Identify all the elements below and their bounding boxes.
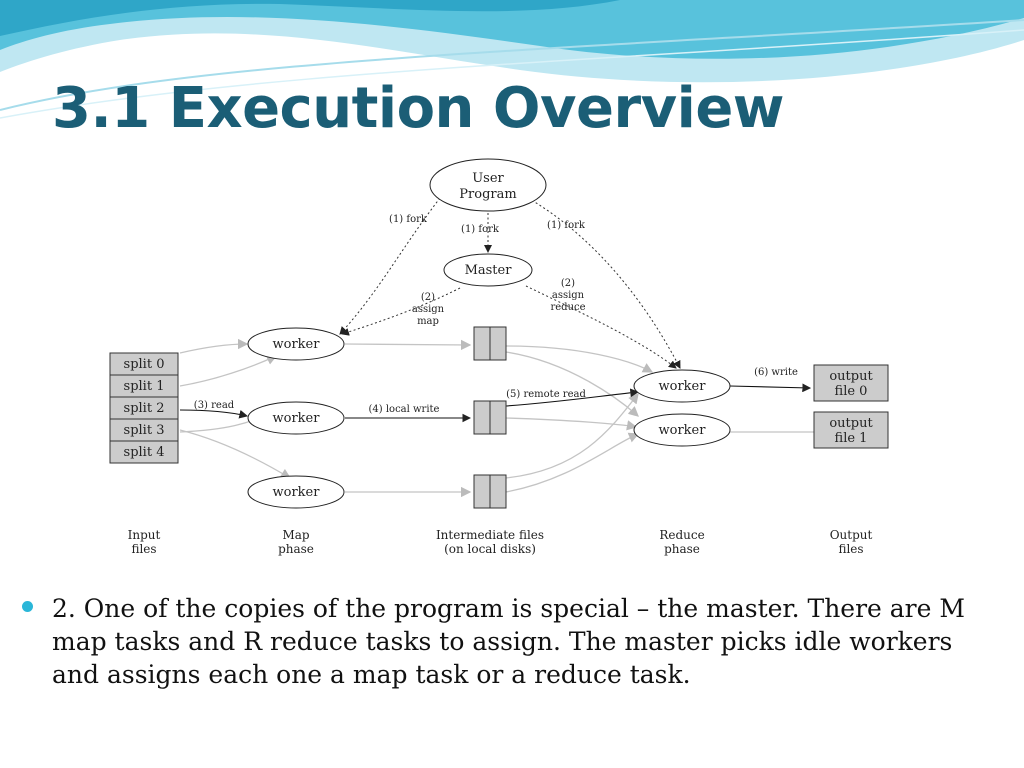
bullet-marker bbox=[22, 601, 33, 612]
split-3-label: split 3 bbox=[124, 423, 165, 438]
phase-intermediate-2: (on local disks) bbox=[444, 542, 536, 556]
fork-label-center: (1) fork bbox=[461, 224, 500, 235]
bullet-list: 2. One of the copies of the program is s… bbox=[22, 592, 982, 691]
user-program-node: User Program bbox=[429, 158, 547, 212]
assign-map-label-2: assign bbox=[412, 304, 445, 315]
map-worker-3: worker bbox=[247, 475, 345, 509]
reduce-worker-2-label: worker bbox=[659, 423, 707, 438]
phase-intermediate-1: Intermediate files bbox=[436, 528, 544, 542]
input-splits: split 0 split 1 split 2 split 3 split 4 bbox=[109, 352, 179, 464]
read-label: (3) read bbox=[194, 400, 235, 411]
data-flow-edges bbox=[179, 338, 832, 498]
write-label: (6) write bbox=[754, 367, 798, 378]
assign-reduce-label-1: (2) bbox=[561, 278, 575, 289]
phase-map-1: Map bbox=[282, 528, 309, 542]
phase-map-2: phase bbox=[278, 542, 314, 556]
header-wave-decoration bbox=[0, 0, 1024, 119]
assign-map-label-3: map bbox=[417, 316, 439, 327]
intermediate-files bbox=[473, 326, 507, 509]
phase-input-2: files bbox=[131, 542, 156, 556]
assign-reduce-label-2: assign bbox=[552, 290, 585, 301]
slide-title: 3.1 Execution Overview bbox=[52, 76, 785, 141]
map-worker-2-label: worker bbox=[273, 411, 321, 426]
output-file-1-line1: output bbox=[829, 416, 873, 431]
split-2-label: split 2 bbox=[124, 401, 165, 416]
phase-output-1: Output bbox=[830, 528, 873, 542]
split-4-label: split 4 bbox=[124, 445, 165, 460]
split-1-label: split 1 bbox=[124, 379, 165, 394]
phase-input-1: Input bbox=[128, 528, 161, 542]
output-file-0-line1: output bbox=[829, 369, 873, 384]
assign-reduce-label-3: reduce bbox=[550, 302, 585, 313]
output-file-0-line2: file 0 bbox=[835, 384, 868, 399]
bullet-text: 2. One of the copies of the program is s… bbox=[52, 594, 965, 689]
mapreduce-execution-diagram: User Program Master (1) fork (1) fork (1… bbox=[40, 140, 976, 586]
master-label: Master bbox=[465, 263, 513, 278]
map-worker-1: worker bbox=[247, 327, 345, 361]
fork-label-left: (1) fork bbox=[389, 214, 428, 225]
user-program-label-line1: User bbox=[472, 171, 504, 186]
reduce-worker-1: worker bbox=[633, 369, 731, 403]
local-write-label: (4) local write bbox=[369, 404, 440, 415]
fork-label-right: (1) fork bbox=[547, 220, 586, 231]
map-worker-1-label: worker bbox=[273, 337, 321, 352]
phase-labels: Input files Map phase Intermediate files… bbox=[128, 528, 873, 556]
phase-output-2: files bbox=[838, 542, 863, 556]
phase-reduce-2: phase bbox=[664, 542, 700, 556]
output-file-1-line2: file 1 bbox=[835, 431, 868, 446]
assign-map-label-1: (2) bbox=[421, 292, 435, 303]
master-node: Master bbox=[443, 253, 533, 287]
map-worker-2: worker bbox=[247, 401, 345, 435]
split-0-label: split 0 bbox=[124, 357, 165, 372]
control-edges bbox=[339, 197, 681, 369]
output-file-1: output file 1 bbox=[813, 411, 889, 449]
reduce-worker-1-label: worker bbox=[659, 379, 707, 394]
phase-reduce-1: Reduce bbox=[659, 528, 704, 542]
remote-read-label: (5) remote read bbox=[506, 389, 586, 400]
reduce-worker-2: worker bbox=[633, 413, 731, 447]
user-program-label-line2: Program bbox=[459, 187, 516, 202]
map-worker-3-label: worker bbox=[273, 485, 321, 500]
io-edges bbox=[179, 383, 812, 423]
output-file-0: output file 0 bbox=[813, 364, 889, 402]
